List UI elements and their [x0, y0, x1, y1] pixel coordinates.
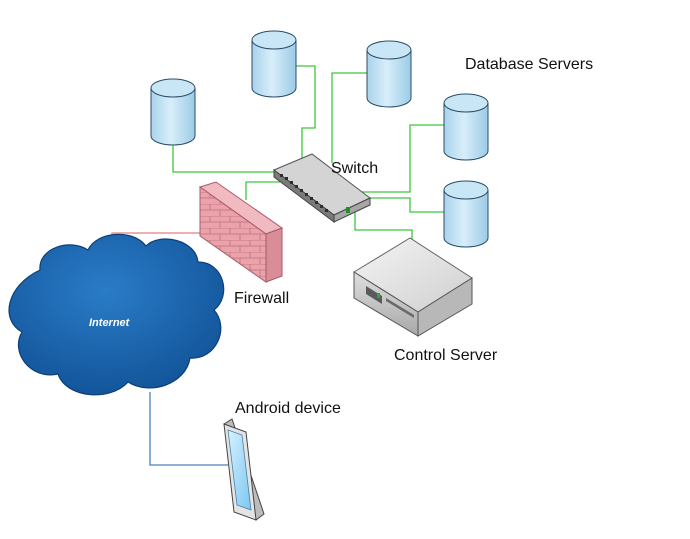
android-device-label: Android device — [235, 400, 341, 417]
link-switch-db2 — [274, 65, 316, 160]
database-server-5[interactable] — [443, 180, 489, 248]
link-switch-control — [354, 212, 413, 242]
internet-cloud[interactable] — [8, 233, 225, 396]
link-switch-db5 — [362, 197, 444, 213]
link-internet-android — [149, 392, 228, 466]
database-server-2[interactable] — [251, 30, 297, 98]
database-servers-label: Database Servers — [465, 56, 594, 73]
link-firewall-switch — [245, 181, 280, 200]
link-switch-db1 — [172, 143, 290, 173]
internet-label: Internet — [89, 317, 130, 329]
firewall-label: Firewall — [234, 290, 290, 307]
network-switch[interactable] — [273, 153, 371, 223]
database-server-1[interactable] — [150, 78, 196, 146]
database-server-4[interactable] — [443, 93, 489, 161]
android-device[interactable] — [223, 418, 265, 521]
database-server-3[interactable] — [366, 40, 412, 108]
link-switch-db3 — [331, 72, 368, 163]
link-switch-db4 — [352, 124, 444, 193]
firewall[interactable] — [198, 181, 284, 283]
control-server[interactable] — [353, 237, 473, 337]
switch-label: Switch — [331, 160, 379, 177]
links — [111, 65, 444, 466]
control-server-label: Control Server — [394, 347, 498, 364]
